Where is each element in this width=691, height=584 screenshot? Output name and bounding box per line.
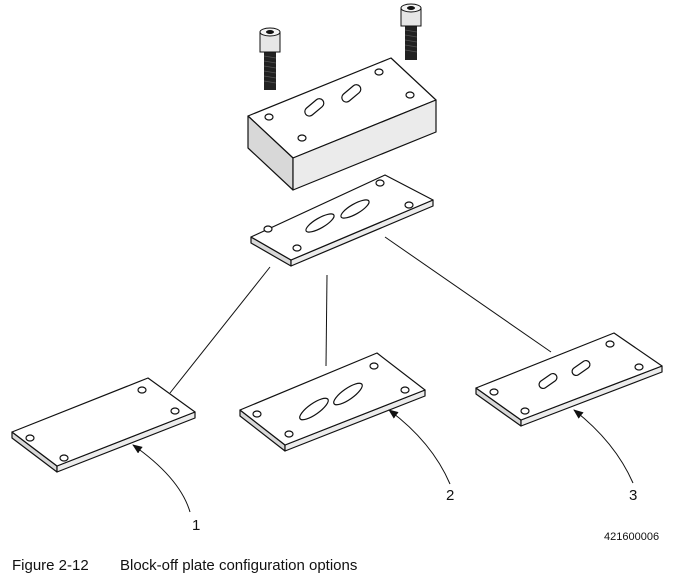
document-number: 421600006 — [604, 531, 659, 543]
cap-screw-left — [259, 27, 281, 90]
option-1-blank-plate — [11, 377, 196, 473]
callout-2: 2 — [446, 487, 454, 504]
block-off-block — [247, 57, 437, 191]
callout-1: 1 — [192, 517, 200, 534]
gasket-plate — [250, 174, 434, 267]
figure-title: Block-off plate configuration options — [120, 557, 358, 574]
figure-caption: Figure 2-12 Block-off plate configuration… — [12, 557, 357, 574]
option-3-small-slot-plate — [475, 332, 663, 427]
figure-number: Figure 2-12 — [12, 557, 89, 574]
option-leader-lines — [169, 236, 552, 394]
callout-leaders — [132, 409, 634, 513]
cap-screw-right — [400, 3, 422, 60]
callout-3: 3 — [629, 487, 637, 504]
option-2-two-slot-plate — [239, 352, 426, 452]
